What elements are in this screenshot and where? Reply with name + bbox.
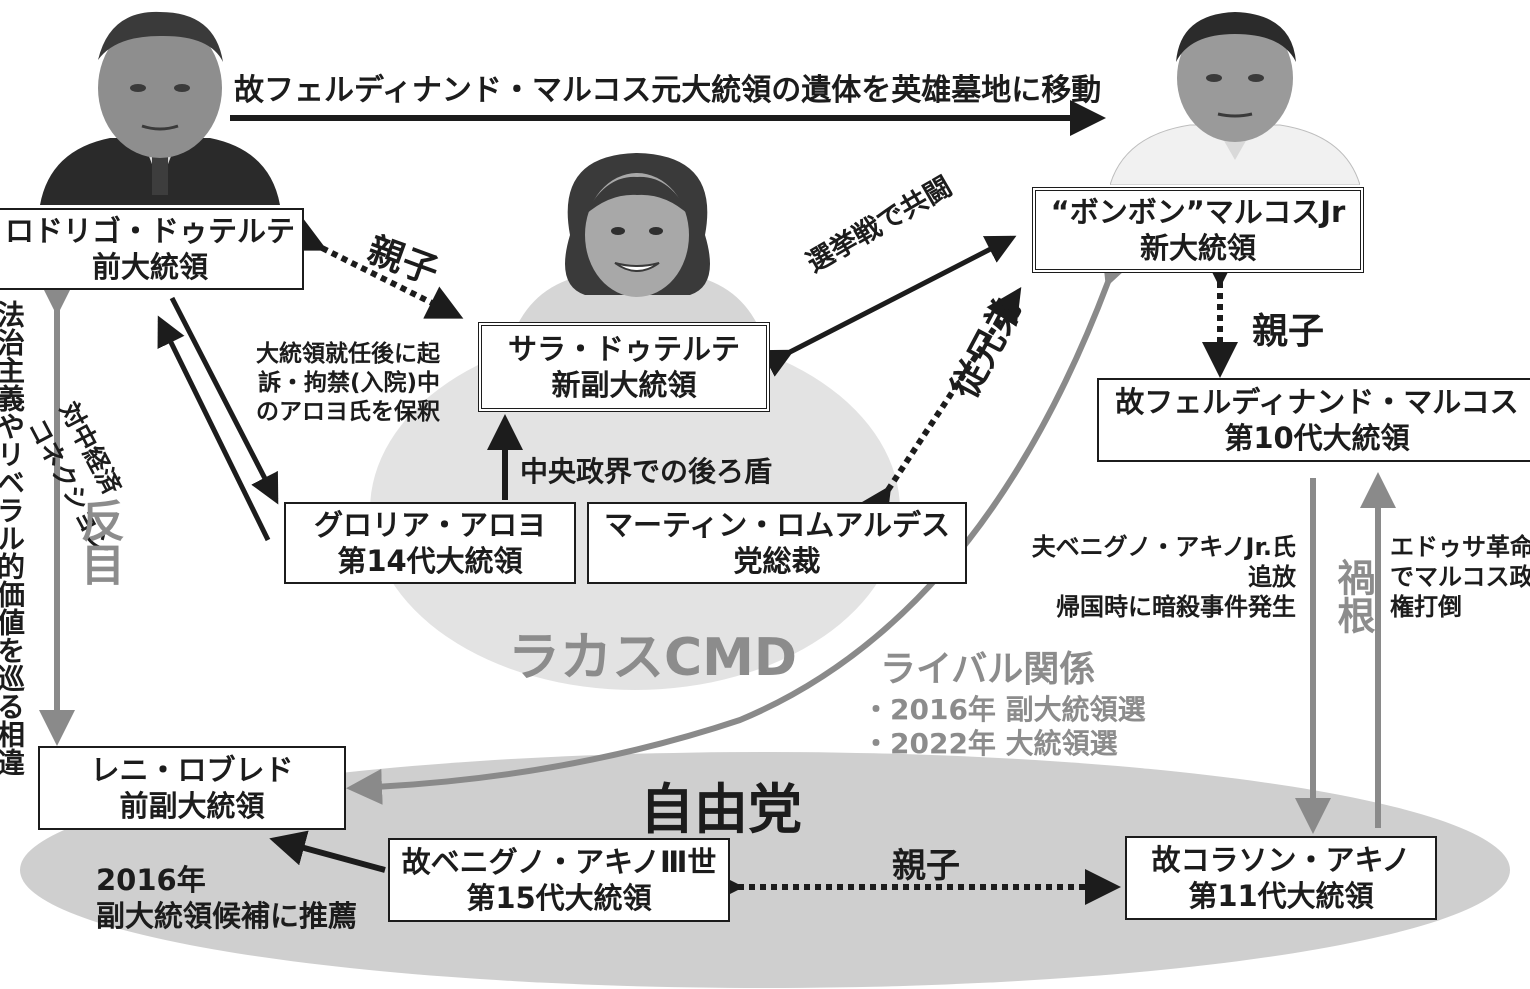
arrow-arroyo-to-duterte (157, 315, 271, 542)
arroyo-role: 第14代大統領 (337, 544, 523, 578)
romualdez-name: マーティン・ロムアルデス (604, 508, 950, 542)
arrow-nomination (269, 830, 386, 873)
bongbong-marcos-parent-label: 親子 (1252, 311, 1325, 352)
nomination-line-1: 2016年 (96, 863, 206, 897)
arroyo-release-line-1: 大統領就任後に起 (256, 341, 440, 367)
duterte-photo (30, 0, 290, 205)
husband-line-2: 追放 (1248, 563, 1296, 591)
corazon-role: 第11代大統領 (1188, 879, 1374, 913)
husband-line-3: 帰国時に暗殺事件発生 (1056, 593, 1296, 621)
corazon-name: 故コラソン・アキノ (1151, 843, 1411, 877)
sara-name: サラ・ドゥテルテ (507, 332, 740, 366)
bongbong-photo (1110, 0, 1360, 185)
rivalry-2016: ・2016年 副大統領選 (862, 693, 1146, 726)
antagonism-label: 反目 (73, 498, 124, 586)
corazon-box: 故コラソン・アキノ 第11代大統領 (1125, 836, 1437, 920)
rivalry-2022: ・2022年 大統領選 (862, 727, 1118, 760)
rule-of-law-label: 法治主義やリベラル的価値を巡る相違 (0, 300, 26, 776)
husband-label: 夫ベニグノ・アキノJr.氏 追放 帰国時に暗殺事件発生 (996, 532, 1296, 622)
duterte-box: ロドリゴ・ドゥテルテ 前大統領 (0, 208, 304, 290)
sara-role: 新副大統領 (551, 368, 697, 402)
marcos-sr-box: 故フェルディナンド・マルコス 第10代大統領 (1097, 378, 1530, 462)
remains-transfer-label: 故フェルディナンド・マルコス元大統領の遺体を英雄墓地に移動 (234, 73, 1102, 108)
nomination-label: 2016年 副大統領候補に推薦 (96, 862, 357, 934)
marcos-sr-name: 故フェルディナンド・マルコス (1115, 385, 1519, 419)
liberal-party-label: 自由党 (640, 778, 802, 841)
arroyo-release-line-2: 訴・拘禁(入院)中 (257, 370, 440, 396)
duterte-name: ロドリゴ・ドゥテルテ (4, 214, 295, 248)
husband-line-1: 夫ベニグノ・アキノJr.氏 (1031, 533, 1296, 561)
sara-box: サラ・ドゥテルテ 新副大統領 (478, 322, 770, 412)
arrow-duterte-to-arroyo (169, 296, 279, 505)
arrow-rivalry (346, 247, 1136, 805)
bongbong-box: “ボンボン”マルコスJr 新大統領 (1032, 187, 1364, 273)
robredo-name: レニ・ロブレド (90, 753, 294, 787)
edsa-line-2: でマルコス政 (1390, 563, 1530, 591)
feud-label: 禍根 (1331, 558, 1375, 634)
edsa-label: エドゥサ革命 でマルコス政 権打倒 (1390, 532, 1530, 622)
aquino-corazon-parent-label: 親子 (892, 846, 960, 886)
romualdez-role: 党総裁 (733, 544, 821, 578)
romualdez-box: マーティン・ロムアルデス 党総裁 (587, 502, 967, 584)
backing-label: 中央政界での後ろ盾 (520, 455, 773, 488)
bongbong-role: 新大統領 (1139, 231, 1256, 265)
aquino3-box: 故ベニグノ・アキノⅢ世 第15代大統領 (388, 838, 730, 922)
edsa-line-3: 権打倒 (1390, 593, 1462, 621)
bongbong-name: “ボンボン”マルコスJr (1050, 195, 1346, 229)
lakas-cmd-label: ラカスCMD (508, 628, 798, 688)
arroyo-release-line-3: のアロヨ氏を保釈 (256, 399, 440, 425)
aquino3-role: 第15代大統領 (466, 881, 652, 915)
arroyo-name: グロリア・アロヨ (313, 508, 546, 542)
arroyo-release-label: 大統領就任後に起 訴・拘禁(入院)中 のアロヨ氏を保釈 (240, 340, 440, 427)
robredo-role: 前副大統領 (119, 789, 265, 823)
rivalry-title: ライバル関係 (880, 649, 1096, 690)
edsa-line-1: エドゥサ革命 (1390, 533, 1530, 561)
nomination-line-2: 副大統領候補に推薦 (96, 899, 358, 933)
arroyo-box: グロリア・アロヨ 第14代大統領 (284, 502, 576, 584)
marcos-sr-role: 第10代大統領 (1224, 421, 1410, 455)
aquino3-name: 故ベニグノ・アキノⅢ世 (401, 845, 717, 879)
duterte-role: 前大統領 (91, 250, 208, 284)
robredo-box: レニ・ロブレド 前副大統領 (38, 746, 346, 830)
